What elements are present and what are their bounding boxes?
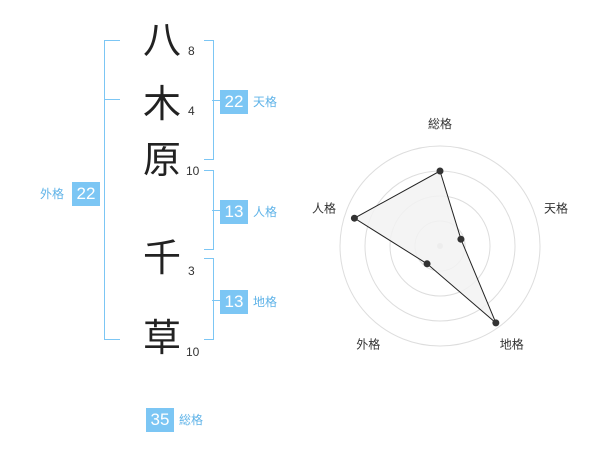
radar-axis-label-5: 人格 bbox=[312, 200, 336, 215]
radar-point-5 bbox=[350, 214, 358, 222]
radar-ring bbox=[339, 145, 541, 347]
name-char-5: 草 bbox=[142, 316, 181, 360]
radar-axis-label-4: 外格 bbox=[356, 337, 380, 352]
stroke-count-4: 3 bbox=[188, 264, 195, 278]
name-char-3: 原 bbox=[142, 138, 181, 182]
stroke-count-2: 4 bbox=[188, 104, 195, 118]
tenkaku-label: 天格 bbox=[253, 95, 278, 109]
name-char-4: 千 bbox=[142, 236, 181, 280]
gaikaku-bracket-tick bbox=[104, 99, 120, 100]
chikaku-bracket bbox=[204, 258, 214, 340]
gaikaku-badge: 22 bbox=[72, 182, 100, 206]
tenkaku-bracket-tick bbox=[212, 100, 220, 101]
jinkaku-label: 人格 bbox=[253, 205, 278, 219]
soukaku-label: 総格 bbox=[179, 413, 204, 427]
gaikaku-bracket bbox=[104, 40, 120, 340]
soukaku-badge: 35 bbox=[146, 408, 174, 432]
gaikaku-label: 外格 bbox=[40, 187, 65, 201]
radar-point-4 bbox=[423, 260, 431, 268]
stroke-count-5: 10 bbox=[186, 345, 200, 359]
tenkaku-badge: 22 bbox=[220, 90, 248, 114]
name-char-2: 木 bbox=[142, 82, 181, 126]
jinkaku-bracket-tick bbox=[212, 210, 220, 211]
radar-point-1 bbox=[436, 167, 444, 175]
radar-point-3 bbox=[492, 319, 500, 327]
radar-point-2 bbox=[457, 235, 465, 243]
stroke-count-1: 8 bbox=[188, 44, 195, 58]
radar-axis-label-3: 地格 bbox=[500, 337, 524, 352]
jinkaku-badge: 13 bbox=[220, 200, 248, 224]
chikaku-badge: 13 bbox=[220, 290, 248, 314]
radar-axis-label-1: 総格 bbox=[428, 116, 452, 131]
radar-axis-label-2: 天格 bbox=[544, 200, 568, 215]
chikaku-bracket-tick bbox=[212, 300, 220, 301]
chikaku-label: 地格 bbox=[253, 295, 278, 309]
stroke-count-3: 10 bbox=[186, 164, 200, 178]
radar-shape bbox=[353, 170, 497, 324]
radar-points bbox=[350, 167, 500, 327]
name-char-1: 八 bbox=[142, 18, 181, 62]
